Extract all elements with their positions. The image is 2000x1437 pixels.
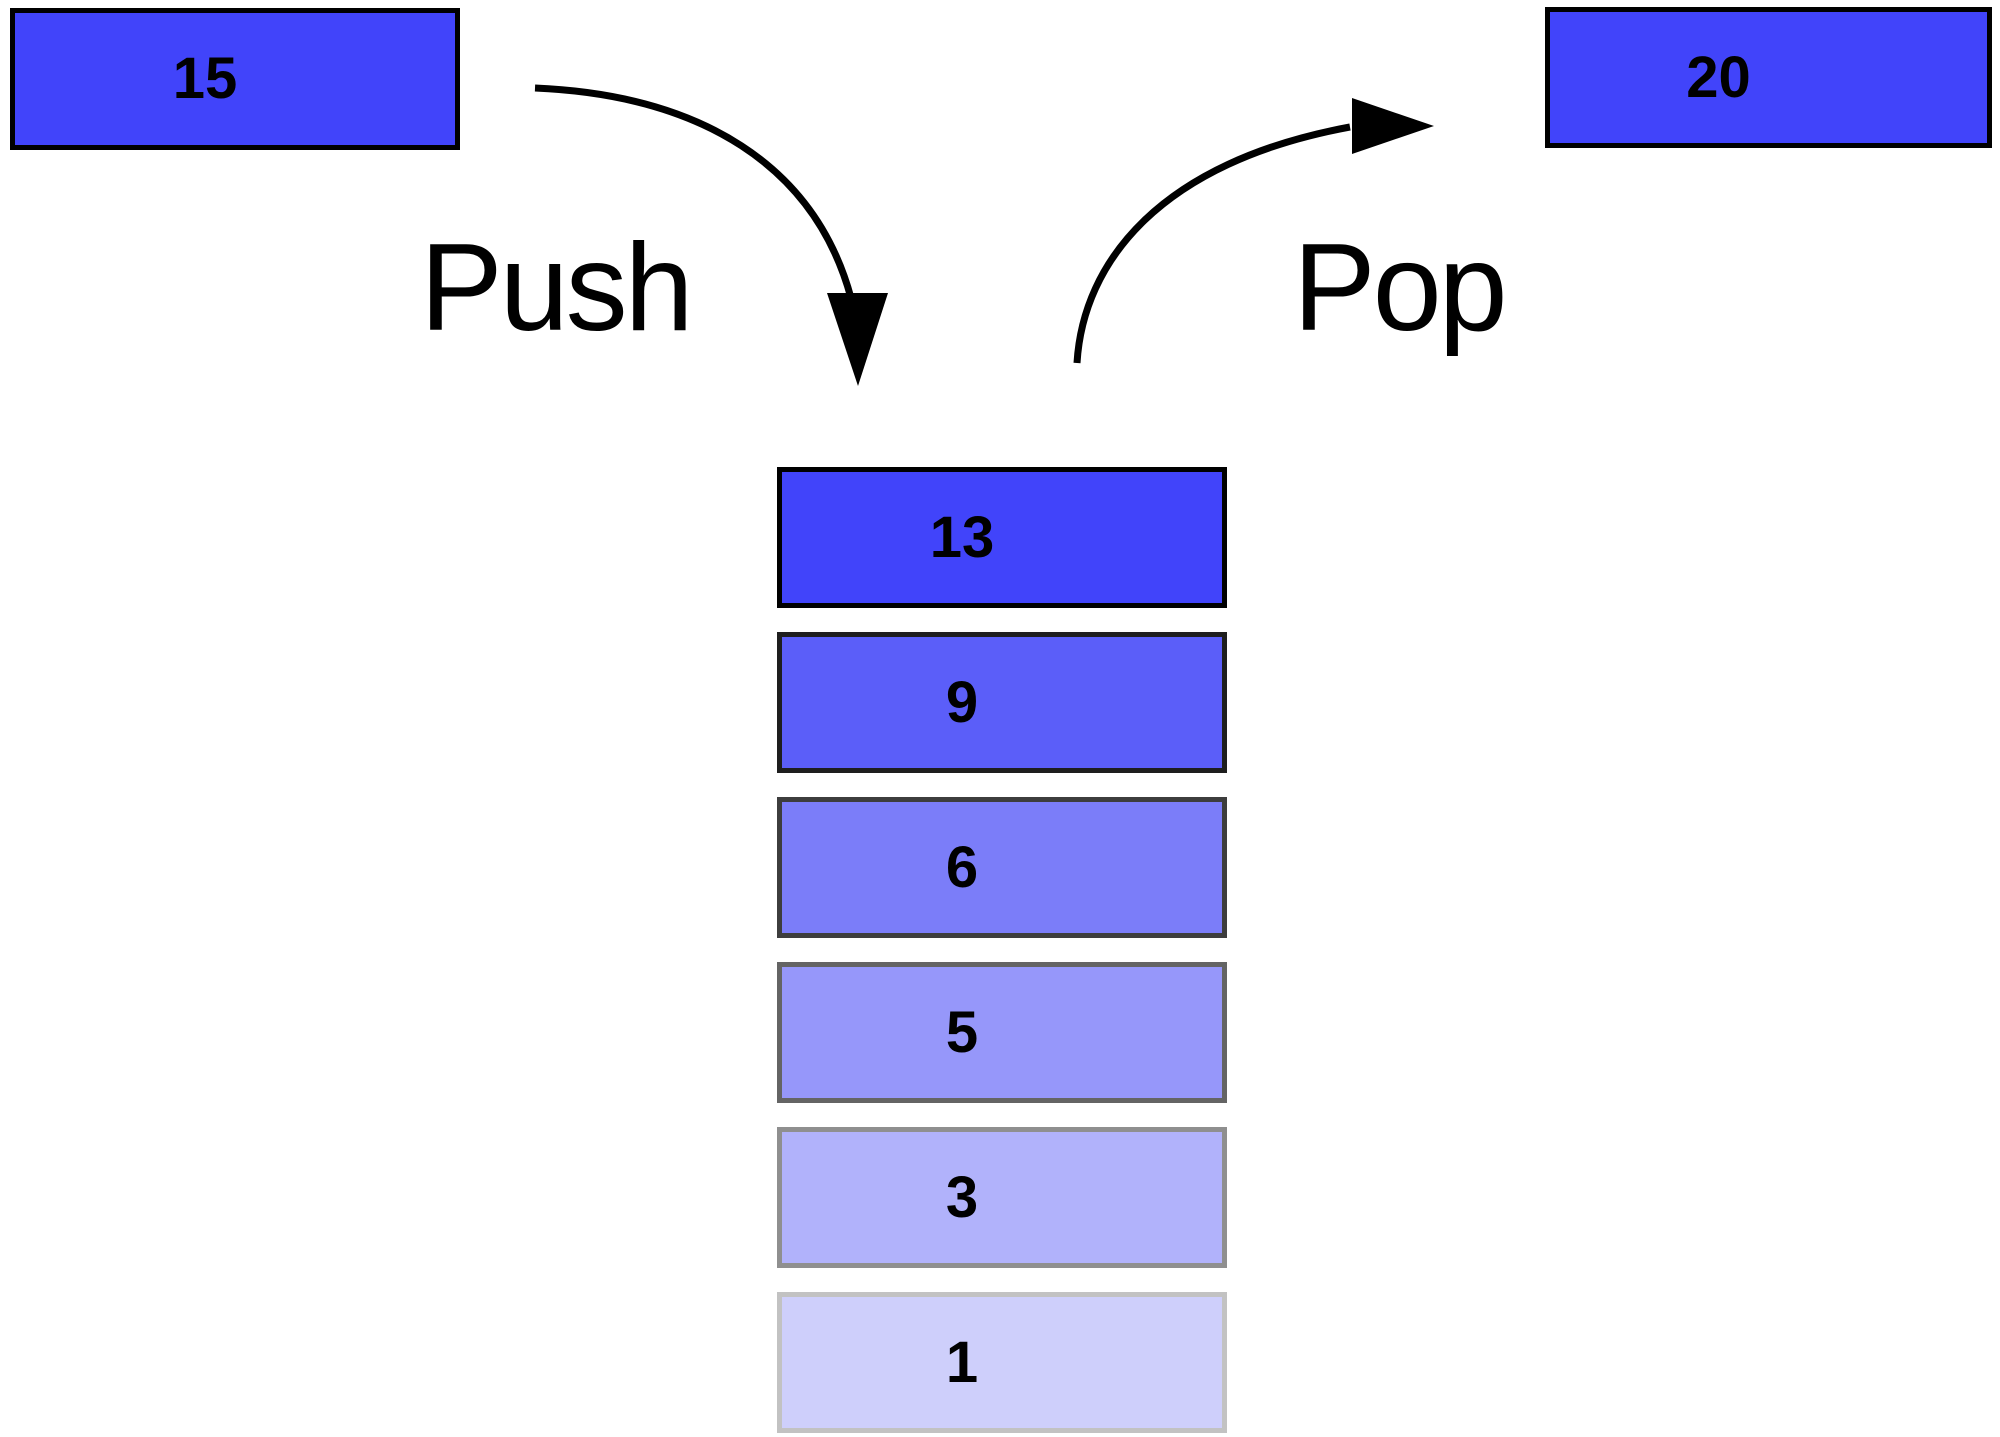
stack-item-value: 9	[945, 669, 979, 735]
incoming-value-box: 15	[10, 8, 460, 150]
pop-label: Pop	[1293, 219, 1508, 357]
stack-item-value: 3	[945, 1164, 979, 1230]
popped-value-label: 20	[1686, 44, 1751, 110]
stack-container: 13 9 6 5 3 1	[777, 467, 1227, 1437]
stack-item-value: 1	[945, 1329, 979, 1395]
stack-item: 1	[777, 1292, 1227, 1433]
pop-arrowhead-icon	[1352, 98, 1434, 154]
stack-item-value: 5	[945, 999, 979, 1065]
push-label: Push	[420, 219, 694, 357]
incoming-value-label: 15	[172, 46, 238, 111]
stack-item: 6	[777, 797, 1227, 938]
stack-item: 3	[777, 1127, 1227, 1268]
push-arrowhead-icon	[827, 293, 888, 386]
stack-item: 13	[777, 467, 1227, 608]
stack-item-value: 6	[945, 834, 979, 900]
stack-item-value: 13	[929, 504, 995, 570]
popped-value-box: 20	[1545, 7, 1992, 148]
stack-item: 9	[777, 632, 1227, 773]
stack-item: 5	[777, 962, 1227, 1103]
